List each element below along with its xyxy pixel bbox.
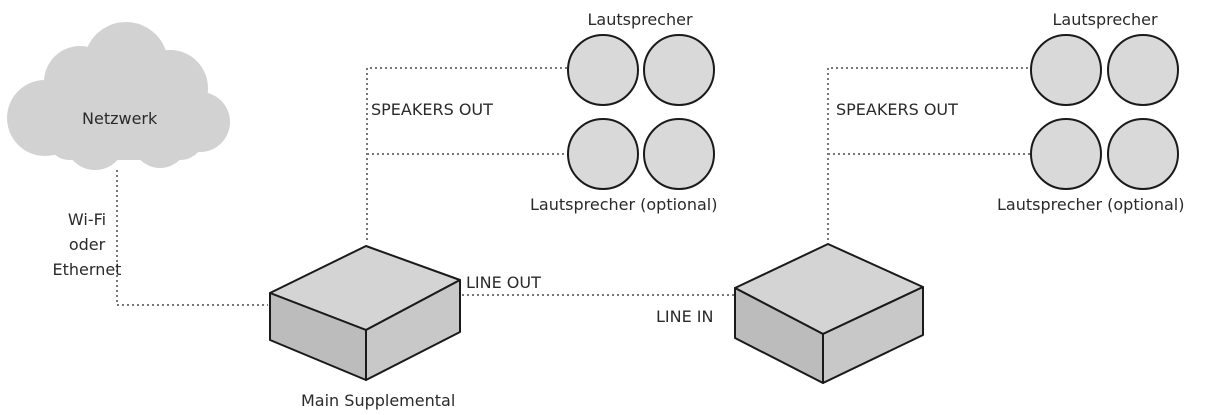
connection-line: Ethernet (52, 260, 122, 279)
speaker-icon (1107, 34, 1179, 106)
main-device-icon (269, 245, 461, 381)
right-speakers-label: Lautsprecher (1052, 10, 1158, 29)
second-device-icon (734, 243, 924, 384)
speaker-icon (643, 34, 715, 106)
right-speakers (1030, 34, 1179, 106)
speaker-icon (1107, 118, 1179, 190)
speaker-icon (643, 118, 715, 190)
network-connector (116, 170, 268, 306)
speaker-icon (1030, 34, 1102, 106)
right-optional-speakers-label: Lautsprecher (optional) (997, 195, 1185, 214)
right-speakers-out-connector (827, 67, 1030, 240)
left-optional-speakers (567, 118, 715, 190)
left-speakers-out-connector (366, 67, 568, 240)
connectors (116, 67, 1030, 306)
network-label: Netzwerk (82, 109, 158, 128)
connection-line: Wi-Fi (67, 210, 107, 229)
main-device-label: Main Supplemental (301, 391, 456, 410)
left-speakers-label: Lautsprecher (587, 10, 693, 29)
network-cloud (7, 22, 230, 170)
speaker-icon (1030, 118, 1102, 190)
connection-line: oder (68, 235, 106, 254)
line-out-label: LINE OUT (466, 273, 541, 292)
right-speakers-out-label: SPEAKERS OUT (836, 100, 958, 119)
left-speakers (567, 34, 715, 106)
speaker-icon (567, 118, 639, 190)
left-optional-speakers-label: Lautsprecher (optional) (530, 195, 718, 214)
connection-type-label: Wi-Fi oder Ethernet (50, 207, 124, 282)
speaker-icon (567, 34, 639, 106)
line-in-label: LINE IN (656, 307, 714, 326)
left-speakers-out-label: SPEAKERS OUT (371, 100, 493, 119)
right-optional-speakers (1030, 118, 1179, 190)
